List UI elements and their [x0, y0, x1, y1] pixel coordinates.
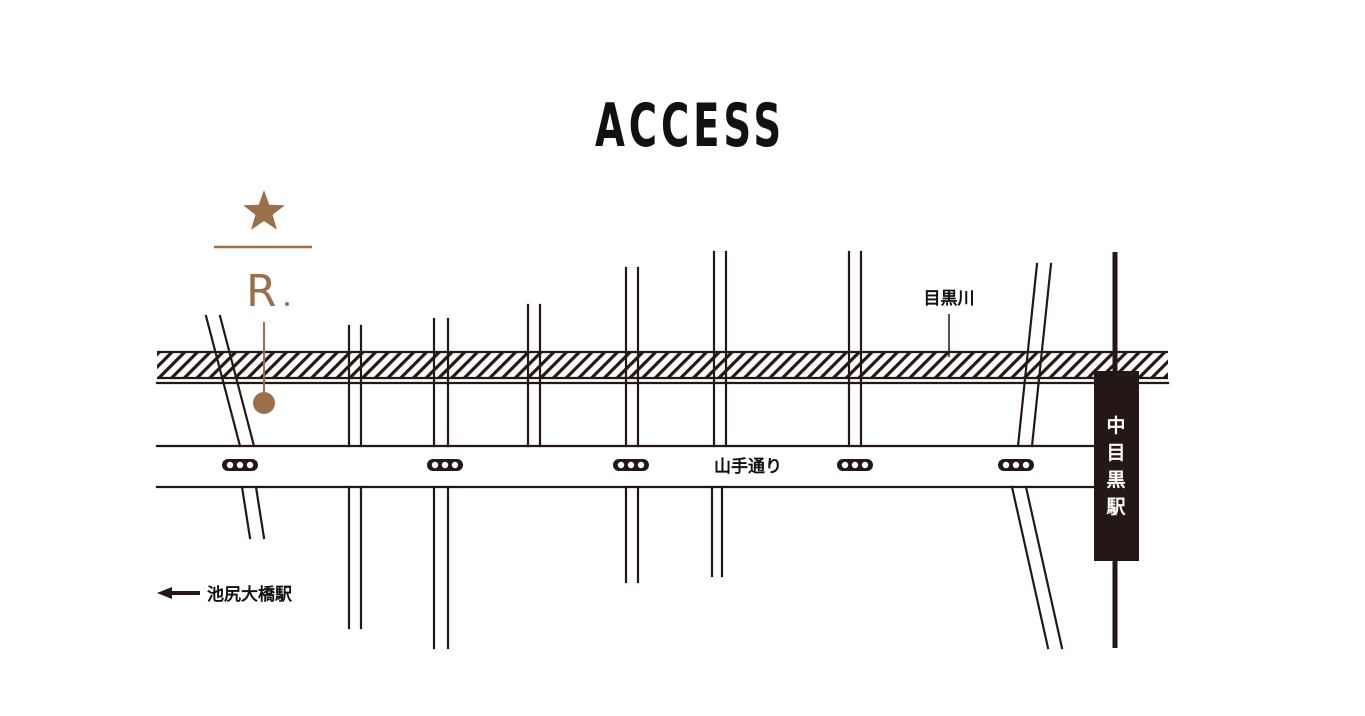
station-box	[1094, 371, 1139, 561]
diagonal-street	[1030, 262, 1053, 448]
diagonal-street	[204, 314, 242, 448]
diagonal-street	[240, 485, 252, 540]
river-label: 目黒川	[924, 289, 975, 309]
road-network	[155, 250, 1170, 650]
diagonal-street	[1024, 485, 1064, 650]
diagonal-street	[1016, 262, 1039, 448]
store-location-pin	[253, 392, 275, 414]
reserve-logo-letter: R	[246, 266, 277, 317]
station-label-char: 中	[1106, 414, 1125, 437]
other-station-label: 池尻大橋駅	[207, 584, 293, 605]
meguro-river	[157, 350, 1168, 380]
traffic-signal-icon	[222, 459, 258, 471]
road-label: 山手通り	[714, 456, 782, 477]
arrow-left-icon	[157, 587, 200, 599]
store-marker[interactable]: R	[214, 190, 312, 414]
diagonal-street	[218, 314, 256, 448]
traffic-signal-icon	[998, 459, 1034, 471]
traffic-signal-icon	[837, 459, 873, 471]
station-label-char: 黒	[1106, 469, 1125, 491]
logo-dot	[285, 302, 289, 306]
star-icon	[243, 190, 285, 230]
page-title: ACCESS	[595, 91, 785, 161]
traffic-signal-icon	[613, 459, 649, 471]
diagonal-street	[1010, 485, 1050, 650]
traffic-signal-icon	[427, 459, 463, 471]
diagonal-street	[254, 485, 266, 540]
traffic-signals	[222, 459, 1034, 471]
station-label-char: 目	[1106, 442, 1125, 464]
direction-to-ikejiri-ohashi[interactable]: 池尻大橋駅	[157, 584, 293, 605]
station-label-char: 駅	[1105, 496, 1126, 518]
